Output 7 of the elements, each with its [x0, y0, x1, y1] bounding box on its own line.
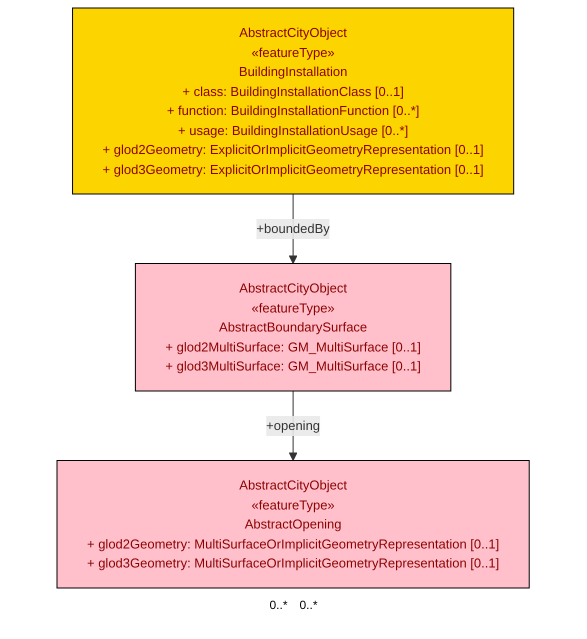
edge-label: +opening	[266, 418, 320, 433]
node-box: AbstractCityObject «featureType» AbstractOpening + glod2Geometry: MultiSurfaceOrImplicitGeometryRepresentation [0..1] + glod3Geometry: MultiSurfaceOrImplicitGeometryRepresentation [0..1]	[56, 460, 530, 588]
node-box: AbstractCityObject «featureType» AbstractBoundarySurface + glod2MultiSurface: GM_MultiSurface [0..1] + glod3MultiSurface: GM_MultiSurface [0..1]	[135, 263, 452, 392]
node-box: AbstractCityObject «featureType» BuildingInstallation + class: BuildingInstallationClass [0..1] + function: BuildingInstallationFunction [0..*] + usage: BuildingInstallationUsage [0..*] + glod2Geometry: ExplicitOrImplicitGeometryRepresentation [0..1] + glod3Geometry: ExplicitOrImplicitGeometryRepresentation [0..1]	[72, 8, 515, 194]
multiplicity-label: 0..*	[269, 598, 288, 612]
multiplicity-label: 0..*	[300, 598, 318, 612]
edge-label: +boundedBy	[256, 221, 330, 236]
